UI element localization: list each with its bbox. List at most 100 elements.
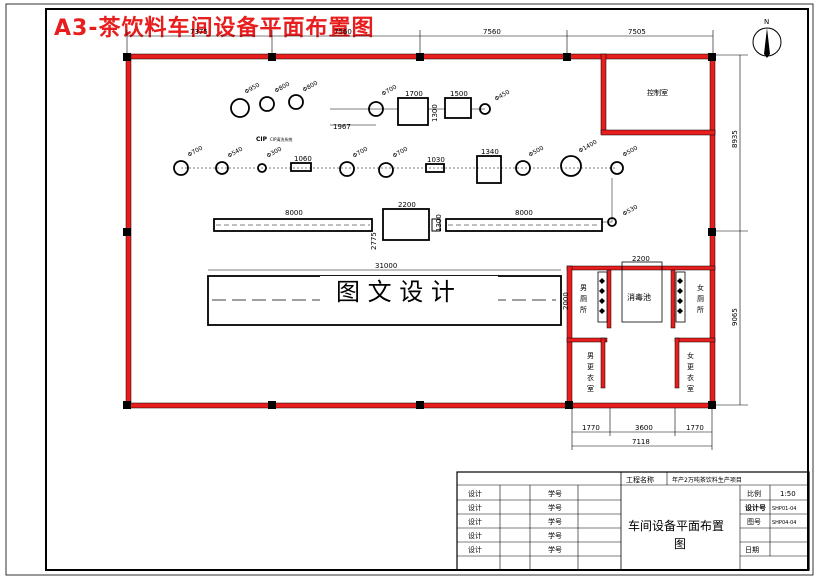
svg-text:更: 更 [587,363,594,371]
dim-1967: 1967 [333,123,351,131]
dia-9: Φ700 [392,145,410,159]
tb-row1-role: 设计 [468,489,482,498]
dim-1340: 1340 [481,148,499,156]
dim-2000: 2000 [562,292,570,310]
tb-scale-label: 比例 [747,489,761,498]
dimension-right [712,54,748,406]
equipment-row-1-lines [330,108,485,126]
tb-project-value: 年产2万吨茶饮料生产项目 [672,476,742,484]
cip-sublabel: CIP清洗系统 [270,136,292,142]
room-disinfect: 消毒池 [627,292,651,302]
disinfect-pool [621,261,663,323]
svg-text:厕: 厕 [580,295,587,303]
dim-1500: 1500 [450,90,468,98]
svg-text:所: 所 [580,305,587,314]
tb-design-no-label: 设计号 [745,503,766,512]
svg-text:室: 室 [687,384,694,393]
dia-6: Φ540 [227,145,245,159]
drawing-title: A3-茶饮料车间设备平面布置图 [54,16,375,41]
dim-top-3: 7560 [483,28,501,36]
dim-bottom-3: 1770 [686,424,704,432]
room-men-toilet: 男 厕 所 [580,284,587,314]
dia-11: Φ1400 [578,139,599,155]
dim-1700: 1700 [405,90,423,98]
dim-2200b: 2200 [632,255,650,263]
dia-10: Φ500 [528,144,546,158]
dim-top-4: 7505 [628,28,646,36]
tb-row3-role: 设计 [468,517,482,526]
tb-project-label: 工程名称 [626,475,654,484]
toilet-stalls [597,271,686,323]
tb-row4-id: 学号 [548,531,562,540]
tb-scale-value: 1:50 [780,490,796,498]
room-women-change: 女 更 衣 室 [687,351,694,393]
dim-2200a: 2200 [398,201,416,209]
tb-row2-id: 学号 [548,503,562,512]
dim-bottom-4: 7118 [632,438,650,446]
dia-13: Φ450 [494,88,512,102]
room-control: 控制室 [647,88,668,97]
tb-row5-role: 设计 [468,545,482,554]
room-women-toilet: 女 厕 所 [697,283,704,314]
svg-text:女: 女 [687,351,694,360]
dim-bottom-2: 3600 [635,424,653,432]
svg-text:更: 更 [687,363,694,371]
dia-8: Φ700 [352,145,370,159]
dia-4: Φ700 [381,83,399,97]
dim-1060: 1060 [294,155,312,163]
north-label: N [764,18,769,26]
cip-label: CIP [256,136,268,143]
dia-7: Φ300 [266,145,284,159]
dia-5: Φ700 [187,144,205,158]
dia-2: Φ800 [274,80,292,94]
watermark-text: 图 文 设 计 [336,278,455,306]
dim-1300b: 1300 [435,214,443,232]
svg-text:所: 所 [697,305,704,314]
svg-text:女: 女 [697,283,704,292]
dia-12: Φ500 [622,144,640,158]
dimension-bottom [571,405,713,450]
svg-text:厕: 厕 [697,295,704,303]
tb-row5-id: 学号 [548,545,562,554]
north-arrow-icon: N [752,18,782,58]
watermark-bg [320,276,498,306]
tb-drawing-name-2: 图 [674,537,686,551]
dim-top-1: 7375 [190,28,208,36]
diameter-labels: Φ950 Φ800 Φ800 Φ700 Φ700 Φ540 Φ300 Φ700 … [187,79,640,217]
tb-sheet-value: SHP04-04 [772,520,796,526]
dim-right-1: 8935 [731,130,739,148]
dim-bottom-1: 1770 [582,424,600,432]
dim-top-2: 7560 [334,28,352,36]
pipe-line [602,178,613,223]
outer-border [5,3,814,576]
equipment-row-1 [230,94,491,126]
tb-drawing-name-1: 车间设备平面布置 [628,518,724,533]
title-block [456,471,810,571]
equipment-row-3 [213,208,617,241]
svg-text:衣: 衣 [687,373,694,382]
dia-1: Φ950 [244,81,262,95]
tb-row1-id: 学号 [548,489,562,498]
tb-design-no-value: SHP01-04 [772,506,796,512]
tb-row3-id: 学号 [548,517,562,526]
dim-8000b: 8000 [515,209,533,217]
svg-text:男: 男 [587,352,594,360]
svg-text:男: 男 [580,284,587,292]
svg-text:室: 室 [587,384,594,393]
dia-14: Φ530 [622,203,640,217]
tb-row2-role: 设计 [468,503,482,512]
dim-right-2: 9065 [731,308,739,326]
tb-sheet-label: 图号 [747,518,761,526]
dia-3: Φ800 [302,79,320,93]
room-men-change: 男 更 衣 室 [587,352,594,393]
dim-2775: 2775 [370,232,378,250]
equipment-row-2 [173,155,624,184]
wall-columns [123,53,716,409]
dim-1300a: 1300 [431,104,439,122]
tb-date-label: 日期 [745,546,759,554]
svg-text:衣: 衣 [587,373,594,382]
tb-row4-role: 设计 [468,531,482,540]
dim-31000: 31000 [375,262,397,270]
title-block-text: 工程名称 年产2万吨茶饮料生产项目 车间设备平面布置 图 比例 1:50 设计号… [468,475,796,554]
